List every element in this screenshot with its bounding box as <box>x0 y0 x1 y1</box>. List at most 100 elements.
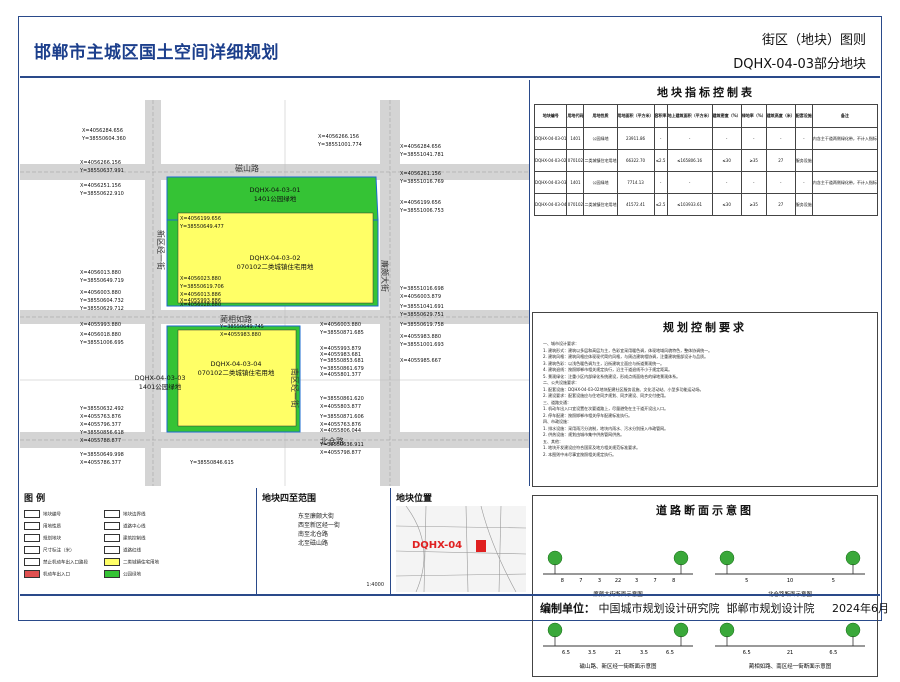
parcel-04-use: 070102二类城镇住宅用地 <box>198 368 275 377</box>
legend-item: 机动车出入口 <box>24 570 70 578</box>
table-header-row: 地块编号 用地代码 用地性质 用地面积（平方米） 容积率 地上建筑面积（平方米）… <box>533 104 879 128</box>
coordinate-label: Y=38551006.695 <box>79 340 124 346</box>
requirement-line: 2. 建设要求：配套设施应与住宅同步规划、同步建设、同步交付使用。 <box>543 393 669 398</box>
coordinate-label: X=4055806.044 <box>320 428 361 434</box>
coordinate-label: X=4055983.880 <box>400 334 441 340</box>
tree-icon <box>719 550 735 566</box>
parcel-04-id: DQHX-04-03-04 <box>211 360 262 368</box>
road-label-linxiangru: 蔺相如路 <box>220 314 252 324</box>
footer: 编制单位： 中国城市规划设计研究院 邯郸市规划设计院 2024年6月 <box>540 602 889 615</box>
coordinate-label: X=4056251.156 <box>80 183 121 189</box>
section-width-label: 22 <box>615 578 621 584</box>
footer-org1: 中国城市规划设计研究院 <box>598 602 720 615</box>
coordinate-label: X=4056199.656 <box>180 216 221 222</box>
requirement-line: 1. 机动车出入口宜设置在次要道路上，尽量避免在主干道开设出入口。 <box>543 406 669 411</box>
road-sections-svg: 87322378廉颇大街断面示意图5105北仓路断面示意图6.53.5213.5… <box>543 550 865 670</box>
coordinate-label: X=4055763.876 <box>80 414 121 420</box>
parcel-03-use: 1401公园绿地 <box>139 382 182 391</box>
tree-icon <box>673 550 689 566</box>
requirements-text: 一、城市设计要求：1. 建筑形式：建筑以多层和高层为主，色彩宜采用暖色调，体现地… <box>533 341 877 458</box>
coordinate-label: X=4055993.886 <box>180 298 221 304</box>
coordinate-label: X=4056018.880 <box>80 332 121 338</box>
section-width-label: 8 <box>561 578 564 584</box>
legend-item: 道路红线 <box>104 546 141 554</box>
coordinate-label: Y=38550629.751 <box>399 312 444 318</box>
parcel-02[interactable] <box>177 212 374 304</box>
legend-item: 禁止机动车出入口路段 <box>24 558 88 566</box>
site-map-svg: 磁山路 新区经一街 廉颇大街 蔺相如路 北仓路 南区经一街 DQHX-04-03… <box>20 80 529 486</box>
legend-title: 图 例 <box>24 494 46 504</box>
footer-date: 2024年6月 <box>831 602 889 615</box>
coordinate-label: Y=38550629.712 <box>79 306 124 312</box>
section-width-label: 8 <box>672 578 675 584</box>
coordinate-label: Y=38550861.679 <box>319 366 364 372</box>
coordinate-label: X=4055983.681 <box>320 352 361 358</box>
right-panel: 地块指标控制表 地块编号 用地代码 用地性质 用地面积（平方米） 容积率 地上建… <box>532 80 880 677</box>
coordinate-label: X=4055796.377 <box>80 422 121 428</box>
tree-icon <box>719 622 735 638</box>
coordinate-label: Y=38551016.698 <box>399 286 444 292</box>
coordinate-label: X=4056199.656 <box>400 200 441 206</box>
coordinate-label: Y=38551041.691 <box>399 304 444 310</box>
road-sections-title: 道路断面示意图 <box>656 504 754 517</box>
requirement-line: 1. 配套设施：DQHX-04-03-02地块配建社区服务设施、文化活动站、小型… <box>543 386 704 392</box>
requirement-line: 一、城市设计要求： <box>543 341 579 346</box>
coordinate-label: X=4056013.886 <box>180 292 221 298</box>
legend-item: 地块边界线 <box>104 510 146 518</box>
coordinate-label: Y=38550649.998 <box>79 452 124 458</box>
section-width-label: 3 <box>598 578 601 584</box>
tree-icon <box>845 622 861 638</box>
section-width-label: 3 <box>635 578 638 584</box>
tree-icon <box>547 550 563 566</box>
coordinate-label: Y=38550622.910 <box>79 191 124 197</box>
coordinate-label: X=4055985.667 <box>400 358 441 364</box>
coordinate-label: X=4056023.880 <box>180 276 221 282</box>
coordinate-label: X=4056028.880 <box>180 302 221 308</box>
coordinate-label: X=4056284.656 <box>400 144 441 150</box>
road-section: 87322378廉颇大街断面示意图 <box>543 550 693 598</box>
coordinate-label: Y=38550871.606 <box>319 414 364 420</box>
coordinate-label: Y=38550649.719 <box>79 278 124 284</box>
coordinate-label: Y=38550853.681 <box>319 358 364 364</box>
coordinate-label: Y=38550604.360 <box>81 136 126 142</box>
legend-item: 规划地块 <box>24 534 61 542</box>
section-width-label: 21 <box>615 650 621 656</box>
section-width-label: 7 <box>579 578 582 584</box>
requirements-title: 规划控制要求 <box>663 321 747 334</box>
section-width-label: 3.5 <box>588 650 596 656</box>
coordinate-label: Y=38550604.732 <box>79 298 124 304</box>
coordinate-label: Y=38550871.685 <box>319 330 364 336</box>
requirement-line: 5. 景观绿化：注重小区内部绿化系统建设，形成点线面结合的绿地景观体系。 <box>543 373 681 379</box>
requirement-line: 1. 排水设施：采用雨污分流制，地块内雨水、污水分别接入市政管网。 <box>543 425 669 431</box>
section-width-label: 6.5 <box>562 650 570 656</box>
coordinate-label: X=4056003.880 <box>80 290 121 296</box>
parcel-01-use: 1401公园绿地 <box>254 194 297 203</box>
section-width-label: 7 <box>654 578 657 584</box>
footer-org2: 邯郸市规划设计院 <box>726 602 815 615</box>
legend-area: 图 例 地块编号用地性质规划地块尺寸标注（米）禁止机动车出入口路段机动车出入口地… <box>20 488 530 594</box>
coordinate-label: X=4055803.877 <box>320 404 361 410</box>
coordinate-label: X=4055983.880 <box>220 332 261 338</box>
parcel-01-id: DQHX-04-03-01 <box>250 186 301 194</box>
footer-divider <box>20 594 880 596</box>
scope-list: 东至廉颇大街 西至新区经一街 南至北仓路 北至磁山路 <box>298 513 341 547</box>
coordinate-label: Y=38550637.991 <box>79 168 124 174</box>
coordinate-label: X=4056003.879 <box>400 294 441 300</box>
coordinate-label: Y=38550619.758 <box>399 322 444 328</box>
coordinate-label: Y=38551001.774 <box>317 142 362 148</box>
coordinate-label: X=4055763.876 <box>320 422 361 428</box>
legend-item: 用地性质 <box>24 522 61 530</box>
section-width-label: 5 <box>832 578 835 584</box>
parcel-04[interactable] <box>177 329 297 427</box>
tree-icon <box>547 622 563 638</box>
coordinate-label: Y=38550856.618 <box>79 430 124 436</box>
legend-item: 地块编号 <box>24 510 61 518</box>
legend-item: 道路中心线 <box>104 522 146 530</box>
coordinate-label: Y=38550649.745 <box>219 324 264 330</box>
road-label-cishan: 磁山路 <box>235 163 259 173</box>
requirement-line: 三、道路交通： <box>543 399 571 405</box>
requirement-line: 3. 建筑色彩：以浅色暖色调为主，沿街建筑立面应与街道景观统一。 <box>543 360 665 366</box>
